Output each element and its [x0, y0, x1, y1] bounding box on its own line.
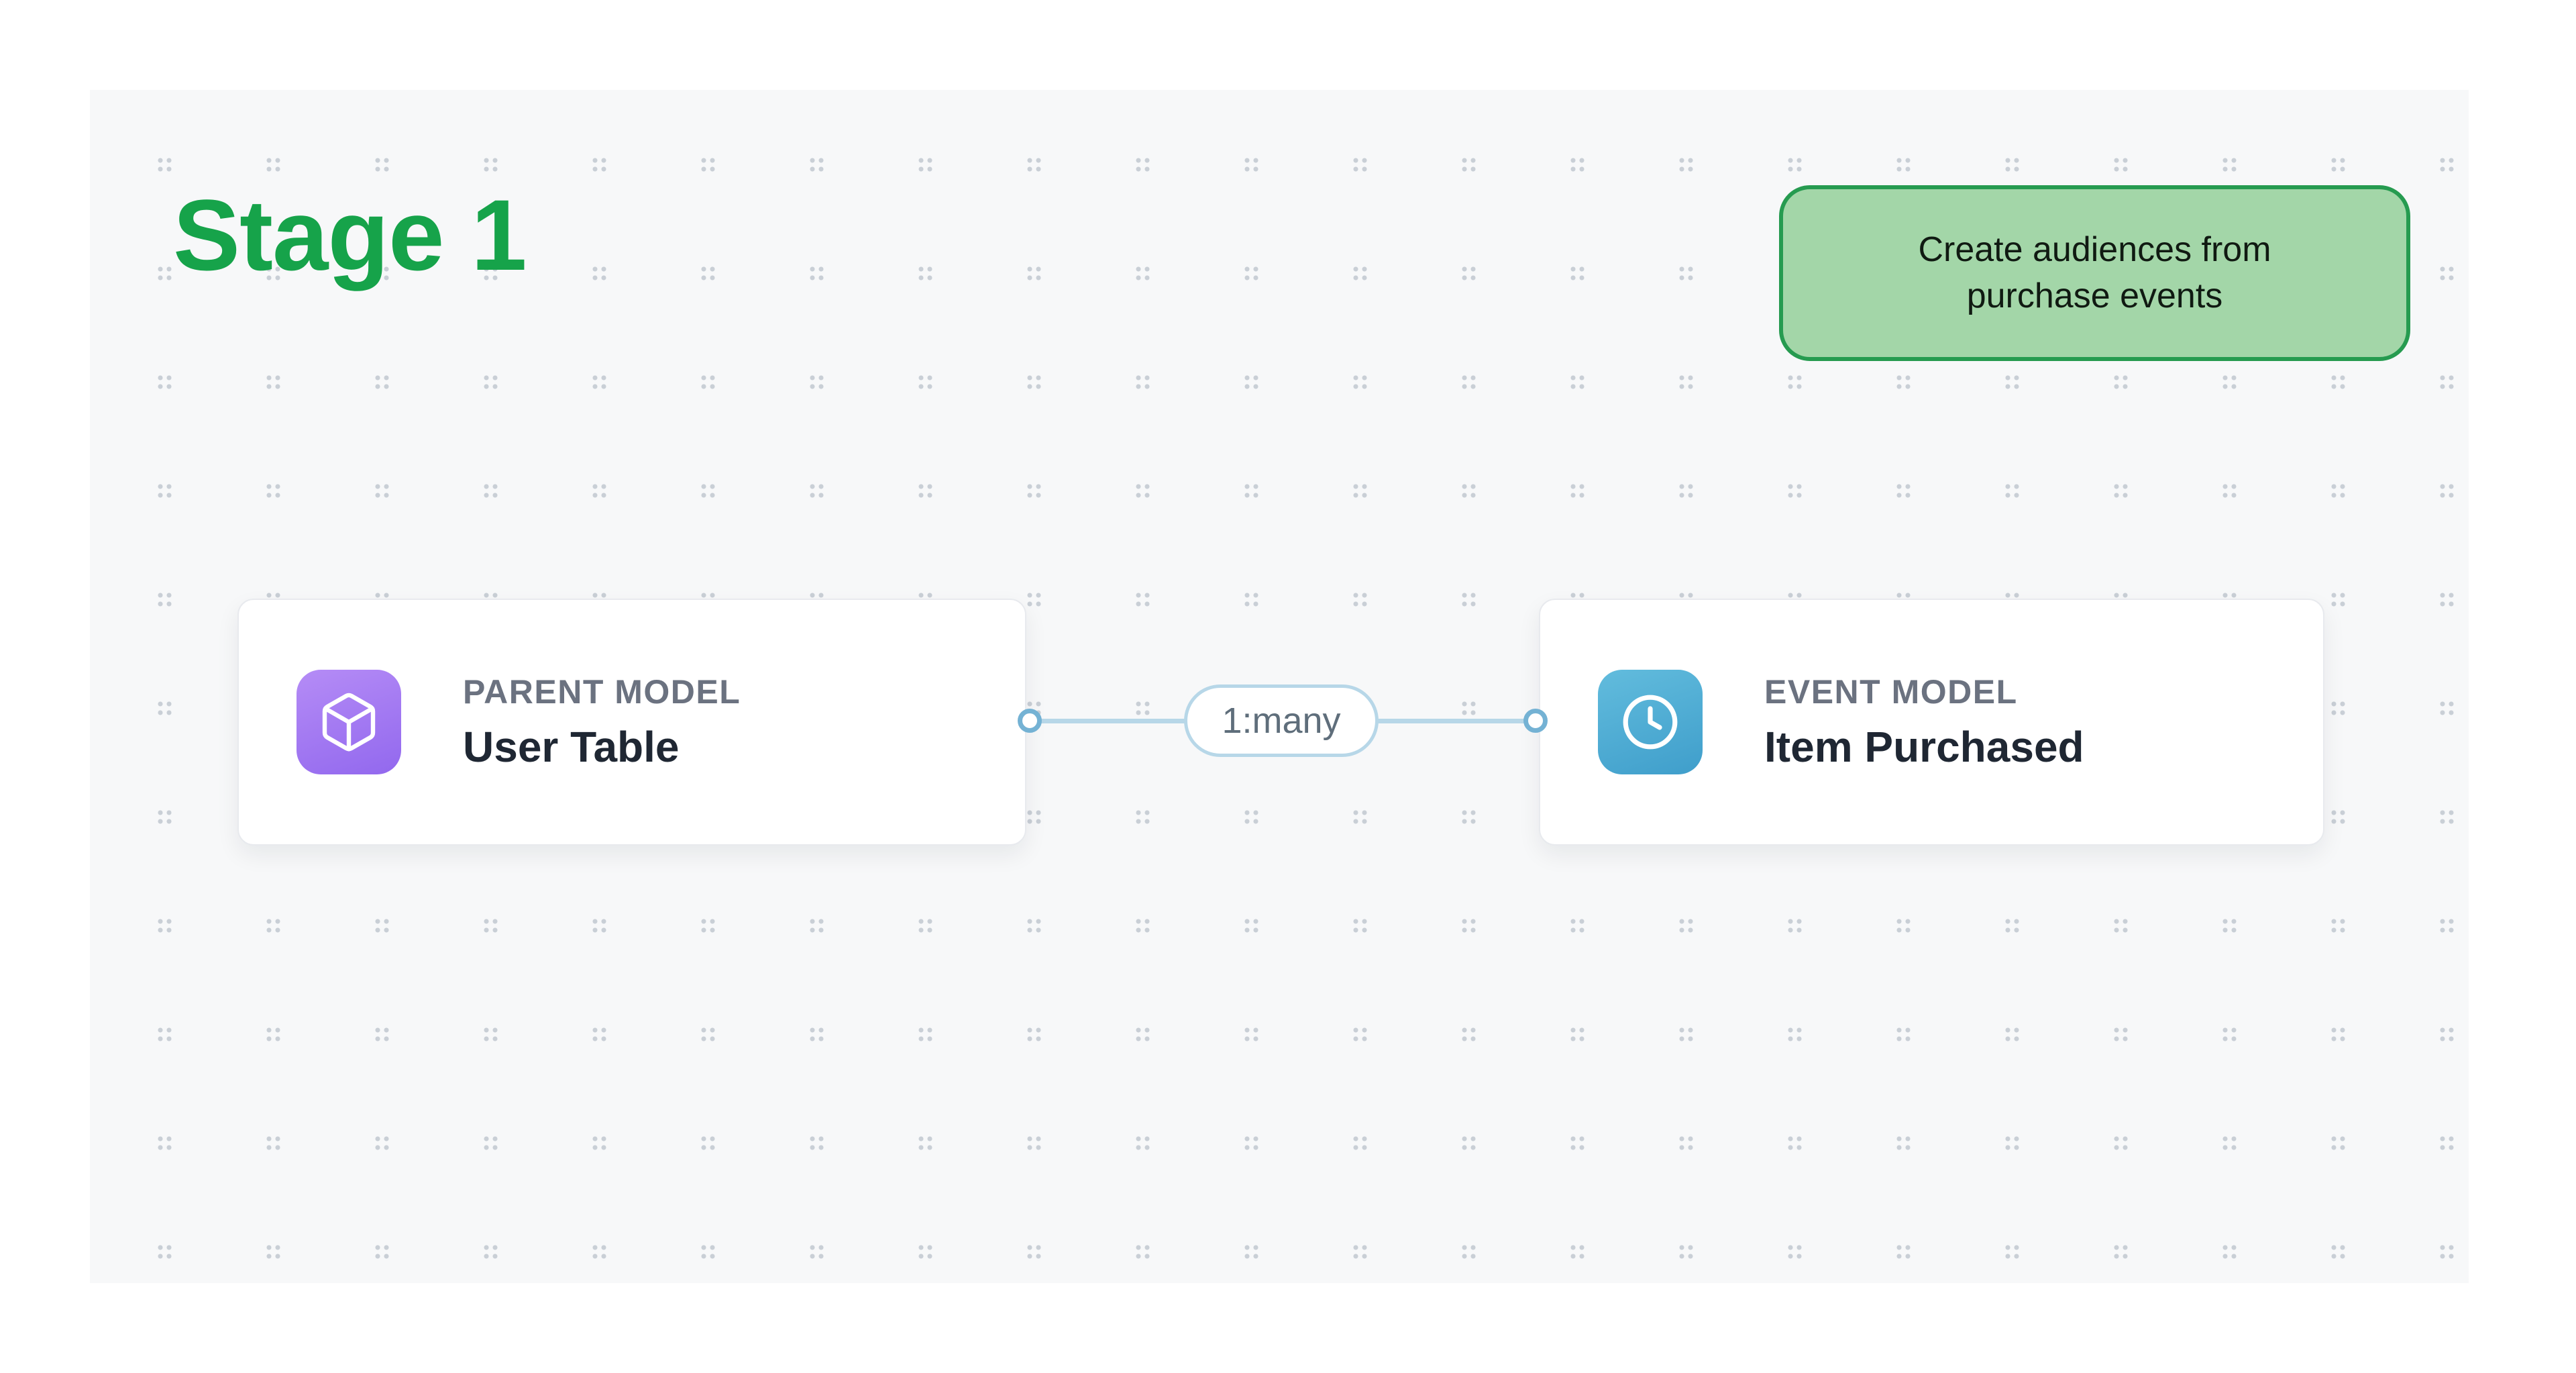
- parent-model-type-label: PARENT MODEL: [463, 673, 741, 711]
- edge-cardinality-pill[interactable]: 1:many: [1184, 684, 1379, 757]
- parent-model-name: User Table: [463, 723, 680, 771]
- annotation-note[interactable]: Create audiences from purchase events: [1779, 185, 2410, 361]
- edge-endpoint-right: [1523, 709, 1548, 733]
- edge-endpoint-left: [1018, 709, 1042, 733]
- parent-model-text: PARENT MODEL User Table: [463, 672, 741, 772]
- cube-icon: [297, 670, 401, 774]
- event-model-node[interactable]: EVENT MODEL Item Purchased: [1539, 599, 2324, 846]
- clock-icon: [1598, 670, 1703, 774]
- edge-cardinality-label: 1:many: [1222, 701, 1341, 741]
- event-model-text: EVENT MODEL Item Purchased: [1764, 672, 2084, 772]
- annotation-text: Create audiences from purchase events: [1918, 230, 2271, 315]
- event-model-type-label: EVENT MODEL: [1764, 673, 2018, 711]
- parent-model-node[interactable]: PARENT MODEL User Table: [237, 599, 1026, 846]
- stage-title: Stage 1: [173, 179, 527, 291]
- event-model-name: Item Purchased: [1764, 723, 2084, 771]
- schema-canvas: Stage 1 Create audiences from purchase e…: [90, 90, 2469, 1283]
